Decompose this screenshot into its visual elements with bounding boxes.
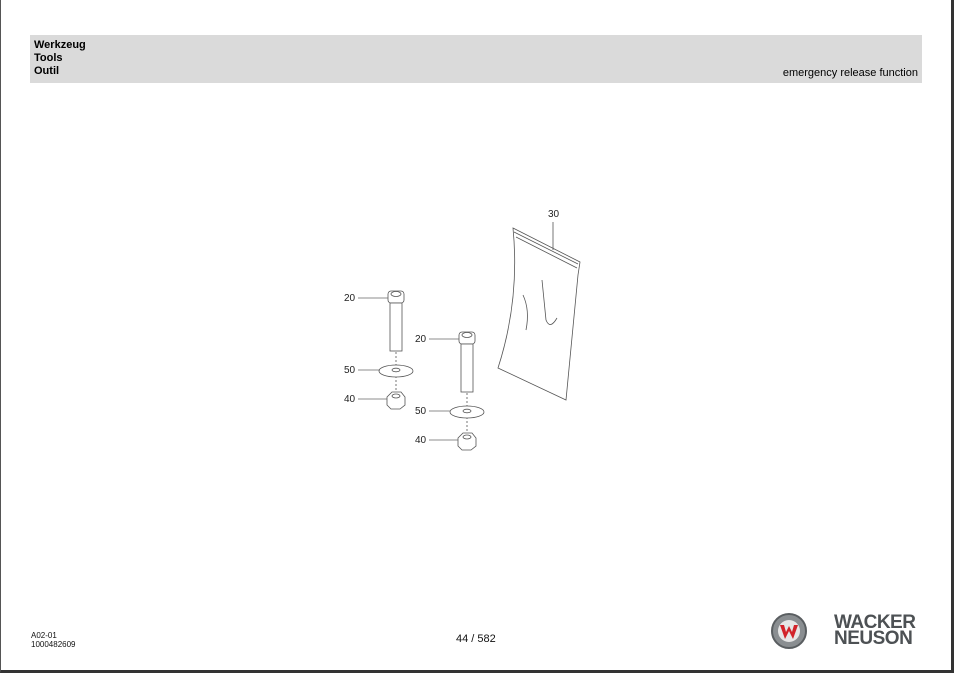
header-title-de: Werkzeug	[34, 39, 86, 51]
footer-doc-number: 1000482609	[31, 640, 76, 649]
header-subtitle: emergency release function	[782, 67, 918, 79]
page-header: Werkzeug Tools Outil emergency release f…	[30, 35, 922, 83]
bolt-left	[378, 290, 414, 410]
bolt-right	[449, 331, 485, 451]
header-title-fr: Outil	[34, 65, 60, 77]
callout-40-left: 40	[344, 394, 356, 405]
callout-30: 30	[548, 209, 560, 220]
brand-line-1: WACKER	[834, 612, 916, 633]
footer-code: A02-01	[31, 631, 57, 640]
header-title-en: Tools	[34, 52, 63, 64]
callout-20-left: 20	[344, 293, 356, 304]
leader-lines	[358, 297, 459, 441]
brand-line-2: NEUSON	[834, 628, 913, 649]
callout-50-left: 50	[344, 365, 356, 376]
callout-50-right: 50	[415, 406, 427, 417]
callout-40-right: 40	[415, 435, 427, 446]
callout-20-right: 20	[415, 334, 427, 345]
page-number: 44 / 582	[456, 633, 496, 645]
wacker-neuson-logo-icon	[771, 613, 807, 649]
bag-part	[497, 222, 581, 401]
